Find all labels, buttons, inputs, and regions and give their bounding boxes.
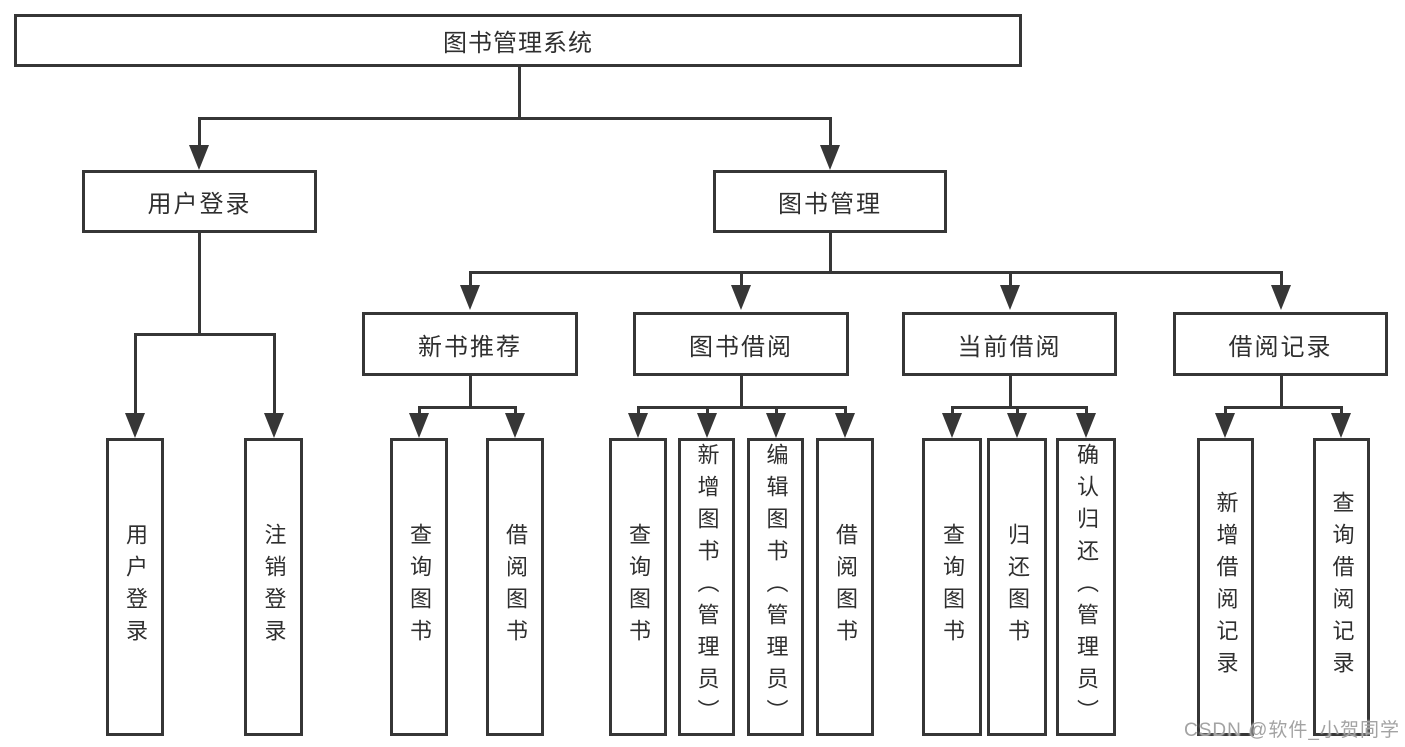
connector-line-vertical bbox=[828, 233, 832, 274]
node-user-login: 用户登录 bbox=[82, 170, 317, 233]
connector-line-vertical bbox=[843, 407, 847, 416]
connector-line-vertical bbox=[774, 407, 778, 416]
connector-line-vertical bbox=[133, 334, 137, 415]
connector-line-vertical bbox=[1339, 407, 1343, 416]
arrowhead-down-icon bbox=[409, 413, 429, 438]
connector-line-vertical bbox=[197, 233, 201, 336]
arrowhead-down-icon bbox=[189, 145, 209, 170]
arrowhead-down-icon bbox=[505, 413, 525, 438]
csdn-watermark: CSDN @软件_小贺同学 bbox=[1184, 720, 1400, 741]
leaf-borrow-books: 借阅图书 bbox=[816, 438, 874, 736]
node-current-borrowing: 当前借阅 bbox=[902, 312, 1117, 376]
leaf-query-books-recommend: 查询图书 bbox=[390, 438, 448, 736]
connector-line-vertical bbox=[636, 407, 640, 416]
leaf-edit-books-admin: 编辑图书（管理员） bbox=[747, 438, 804, 736]
connector-line-vertical bbox=[1084, 407, 1088, 416]
leaf-add-borrow-record: 新增借阅记录 bbox=[1197, 438, 1254, 736]
connector-line-vertical bbox=[705, 407, 709, 416]
connector-line-vertical bbox=[1279, 272, 1283, 288]
leaf-borrow-books-recommend: 借阅图书 bbox=[486, 438, 544, 736]
connector-line-vertical bbox=[197, 118, 201, 148]
connector-line-vertical bbox=[513, 407, 517, 416]
leaf-confirm-return-admin: 确认归还（管理员） bbox=[1056, 438, 1116, 736]
connector-line-horizontal bbox=[417, 405, 517, 409]
connector-line-vertical bbox=[828, 118, 832, 148]
connector-line-vertical bbox=[739, 272, 743, 288]
arrowhead-down-icon bbox=[1271, 285, 1291, 310]
arrowhead-down-icon bbox=[820, 145, 840, 170]
node-new-book-recommendation: 新书推荐 bbox=[362, 312, 578, 376]
connector-line-horizontal bbox=[197, 116, 832, 120]
node-book-borrowing: 图书借阅 bbox=[633, 312, 849, 376]
connector-line-horizontal bbox=[133, 332, 276, 336]
arrowhead-down-icon bbox=[1000, 285, 1020, 310]
leaf-user-login: 用户登录 bbox=[106, 438, 164, 736]
connector-line-vertical bbox=[1008, 376, 1012, 409]
connector-line-vertical bbox=[272, 334, 276, 415]
connector-line-vertical bbox=[1223, 407, 1227, 416]
leaf-query-books-current: 查询图书 bbox=[922, 438, 982, 736]
connector-line-vertical bbox=[468, 376, 472, 409]
arrowhead-down-icon bbox=[835, 413, 855, 438]
arrowhead-down-icon bbox=[1331, 413, 1351, 438]
arrowhead-down-icon bbox=[766, 413, 786, 438]
arrowhead-down-icon bbox=[125, 413, 145, 438]
arrowhead-down-icon bbox=[697, 413, 717, 438]
connector-line-horizontal bbox=[1223, 405, 1343, 409]
connector-line-vertical bbox=[468, 272, 472, 288]
arrowhead-down-icon bbox=[942, 413, 962, 438]
leaf-add-books-admin: 新增图书（管理员） bbox=[678, 438, 735, 736]
arrowhead-down-icon bbox=[1007, 413, 1027, 438]
connector-line-vertical bbox=[950, 407, 954, 416]
connector-line-horizontal bbox=[950, 405, 1088, 409]
connector-line-vertical bbox=[517, 67, 521, 120]
connector-line-vertical bbox=[1015, 407, 1019, 416]
leaf-return-books: 归还图书 bbox=[987, 438, 1047, 736]
arrowhead-down-icon bbox=[264, 413, 284, 438]
leaf-logout: 注销登录 bbox=[244, 438, 303, 736]
arrowhead-down-icon bbox=[628, 413, 648, 438]
connector-line-vertical bbox=[417, 407, 421, 416]
connector-line-vertical bbox=[739, 376, 743, 409]
arrowhead-down-icon bbox=[731, 285, 751, 310]
connector-line-vertical bbox=[1279, 376, 1283, 409]
leaf-query-books-borrowing: 查询图书 bbox=[609, 438, 667, 736]
leaf-query-borrow-record: 查询借阅记录 bbox=[1313, 438, 1370, 736]
arrowhead-down-icon bbox=[1215, 413, 1235, 438]
arrowhead-down-icon bbox=[1076, 413, 1096, 438]
node-book-management: 图书管理 bbox=[713, 170, 947, 233]
node-borrowing-records: 借阅记录 bbox=[1173, 312, 1388, 376]
node-library-management-system: 图书管理系统 bbox=[14, 14, 1022, 67]
connector-line-horizontal bbox=[468, 270, 1283, 274]
connector-line-horizontal bbox=[636, 405, 847, 409]
connector-line-vertical bbox=[1008, 272, 1012, 288]
arrowhead-down-icon bbox=[460, 285, 480, 310]
